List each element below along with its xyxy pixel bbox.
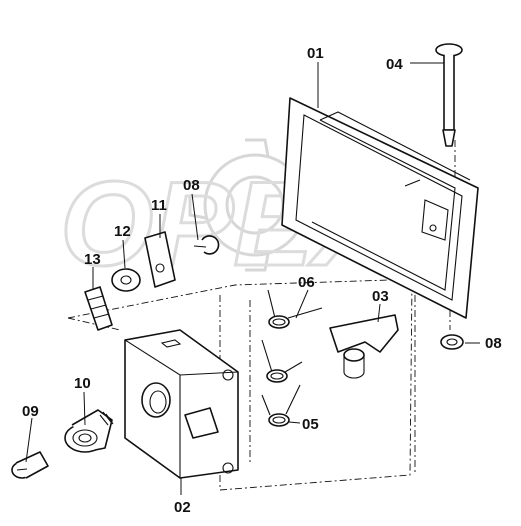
callout-08-bottom: 08 xyxy=(485,335,502,352)
callout-11: 11 xyxy=(151,197,167,214)
part-08-clip-top xyxy=(193,235,220,255)
callout-02: 02 xyxy=(174,499,191,516)
part-01-frame xyxy=(281,97,479,319)
part-03-lever xyxy=(329,314,399,379)
part-11-plate xyxy=(144,231,176,288)
callout-05: 05 xyxy=(302,416,319,433)
part-04-pin xyxy=(435,43,463,147)
part-09-key-cylinder xyxy=(11,451,49,479)
callout-06: 06 xyxy=(298,274,315,291)
part-02-housing xyxy=(124,329,239,479)
callout-08-top: 08 xyxy=(183,177,200,194)
callout-13: 13 xyxy=(84,251,101,268)
part-06-spring-middle xyxy=(261,339,303,383)
part-06-spring-upper xyxy=(267,289,323,329)
part-08-clip-bottom xyxy=(440,334,464,350)
part-10-cylinder-housing xyxy=(64,409,114,453)
part-13-spring-clip xyxy=(84,286,113,331)
callout-03: 03 xyxy=(372,288,389,305)
callout-10: 10 xyxy=(74,375,91,392)
callout-01: 01 xyxy=(307,45,324,62)
leader-lines xyxy=(25,62,480,495)
part-12-washer xyxy=(111,268,141,292)
callout-09: 09 xyxy=(22,403,39,420)
part-05-spring xyxy=(261,384,301,427)
callout-04: 04 xyxy=(386,56,403,73)
callout-12: 12 xyxy=(114,223,131,240)
callout-labels: 01 02 03 04 05 06 08 08 09 10 11 12 13 xyxy=(22,45,502,516)
